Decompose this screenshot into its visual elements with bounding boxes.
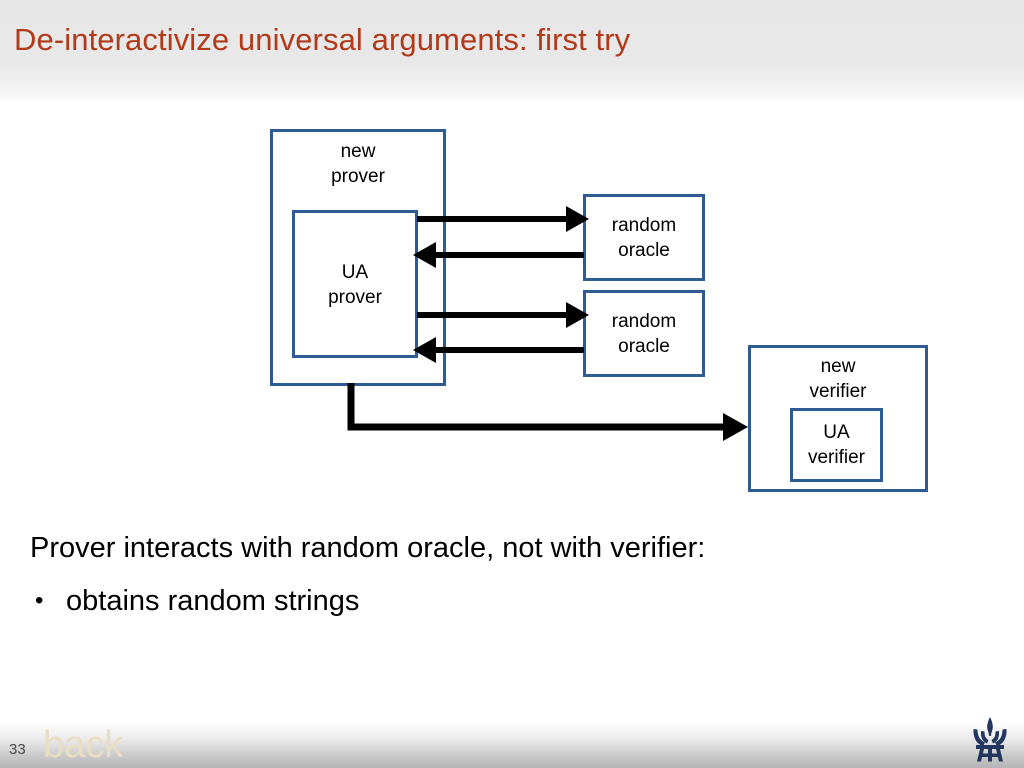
box-ua-prover-label: UA prover xyxy=(328,262,382,308)
bullet-text: obtains random strings xyxy=(66,585,360,617)
box-random-oracle-1-label: random oracle xyxy=(611,215,677,261)
tau-logo-icon xyxy=(973,717,1007,762)
page-number: 33 xyxy=(9,741,26,758)
box-random-oracle-2: random oracle xyxy=(583,290,705,377)
box-new-verifier-label: new verifier xyxy=(809,356,867,402)
box-ua-prover: UA prover xyxy=(292,210,418,358)
box-new-prover-label: new prover xyxy=(331,141,385,187)
bullet-marker-icon: • xyxy=(35,587,44,614)
arrow-prover-to-verifier xyxy=(347,383,748,441)
box-ua-verifier: UA verifier xyxy=(790,408,883,482)
footer-band xyxy=(0,722,1024,768)
box-ua-verifier-label: UA verifier xyxy=(807,422,865,468)
box-random-oracle-1: random oracle xyxy=(583,194,705,281)
body-text: Prover interacts with random oracle, not… xyxy=(30,528,990,621)
back-link[interactable]: back xyxy=(43,724,124,766)
list-item: • obtains random strings xyxy=(30,581,990,621)
page-title: De-interactivize universal arguments: fi… xyxy=(14,22,631,57)
header-band xyxy=(0,0,1024,104)
box-random-oracle-2-label: random oracle xyxy=(611,311,677,357)
lead-line: Prover interacts with random oracle, not… xyxy=(30,532,706,564)
